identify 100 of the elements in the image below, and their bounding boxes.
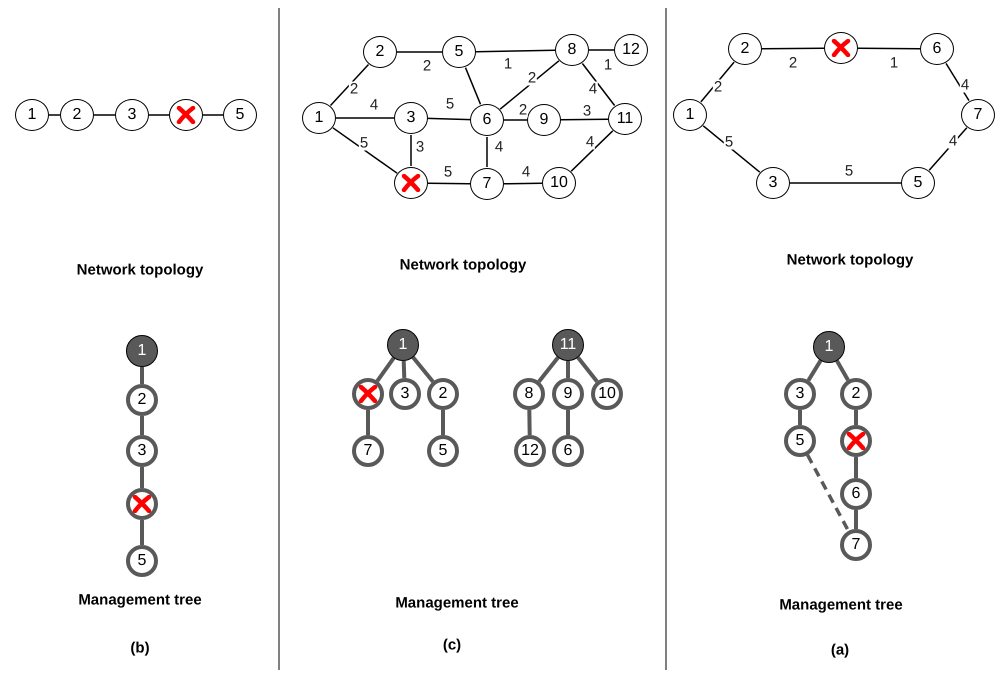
network-node: 3 (394, 102, 428, 134)
link-line (928, 127, 968, 171)
tree-node: 3 (784, 378, 816, 410)
link-line (140, 416, 144, 435)
link-line (570, 130, 614, 172)
tree-node: 12 (514, 435, 546, 467)
tree-node: 6 (840, 478, 872, 510)
edge-weight-label: 5 (442, 164, 454, 180)
edge-weight-label: 4 (584, 134, 596, 150)
link-line (441, 410, 445, 435)
link-line (402, 360, 406, 378)
network-node: 1 (673, 99, 707, 131)
panel-label: (c) (442, 636, 462, 654)
link-line (330, 64, 370, 106)
network-node: 3 (756, 167, 790, 199)
root-node: 1 (387, 329, 419, 361)
edge-weight-label: 2 (518, 102, 528, 118)
link-line (504, 119, 527, 121)
network-node: 2 (728, 33, 762, 65)
tree-node: 10 (591, 378, 623, 410)
edge-weight-label: 1 (502, 56, 514, 72)
caption: Network topology (400, 256, 526, 274)
network-node: 11 (608, 103, 642, 135)
network-node: 6 (470, 104, 504, 136)
link-line (798, 410, 802, 425)
edge-weight-label: 5 (358, 136, 370, 150)
link-line (428, 118, 470, 120)
caption: Management tree (779, 596, 903, 614)
edge-weight-label: 5 (444, 96, 456, 112)
link-line (140, 520, 144, 545)
edge-weight-label: 4 (948, 134, 958, 148)
tree-node: 3 (389, 378, 421, 410)
tree-node: 5 (784, 425, 816, 457)
caption: Management tree (78, 592, 202, 608)
panel-label: (b) (130, 640, 150, 656)
link-line (537, 356, 560, 383)
link-line (945, 63, 970, 101)
link-line (854, 510, 858, 529)
caption: Network topology (786, 252, 914, 268)
tree-node: 2 (126, 384, 158, 416)
link-line (854, 457, 858, 478)
link-line (790, 182, 901, 184)
tree-node: 3 (126, 435, 158, 467)
tree-node: 7 (840, 529, 872, 561)
edge-weight-label: 4 (494, 140, 504, 154)
link-line (854, 410, 858, 425)
tree-node: 6 (552, 435, 584, 467)
dashed-link (806, 454, 850, 532)
network-node: 1 (302, 102, 336, 134)
link-line (566, 361, 570, 378)
link-line (858, 47, 920, 50)
edge-weight-label: 3 (582, 104, 592, 118)
link-line (504, 182, 542, 185)
network-node: 7 (961, 99, 995, 131)
link-line (476, 50, 556, 52)
tree-node: 8 (513, 378, 545, 410)
caption: Management tree (395, 594, 519, 612)
tree-node: 5 (126, 545, 158, 577)
edge-weight-label: 2 (788, 56, 798, 70)
network-node: 1 (15, 99, 49, 131)
network-node: 8 (555, 34, 589, 66)
link-line (527, 410, 532, 436)
link-line (702, 125, 760, 173)
network-node (824, 32, 858, 64)
link-line (149, 114, 169, 116)
tree-node: 9 (552, 378, 584, 410)
link-line (566, 410, 570, 435)
edge-weight-label: 2 (348, 82, 360, 96)
link-line (700, 62, 735, 102)
link-line (94, 114, 115, 116)
link-line (560, 118, 608, 121)
panel-label: (a) (830, 642, 850, 658)
edge-weight-label: 4 (520, 164, 532, 180)
network-node: 10 (542, 167, 576, 199)
root-node: 11 (552, 329, 584, 361)
network-node: 2 (363, 36, 397, 68)
tree-node (352, 378, 384, 410)
network-node (394, 167, 428, 199)
edge-weight-label: 1 (602, 58, 614, 72)
link-line (397, 51, 442, 53)
edge-weight-label: 1 (888, 56, 900, 70)
link-line (140, 467, 144, 488)
network-node: 7 (470, 168, 504, 200)
link-line (500, 60, 560, 110)
edge-weight-label: 2 (526, 70, 538, 86)
tree-node: 2 (427, 378, 459, 410)
network-node: 2 (60, 99, 94, 131)
root-node: 1 (126, 335, 158, 367)
tree-node (840, 425, 872, 457)
edge-weight-label: 2 (712, 80, 724, 94)
link-line (835, 360, 850, 382)
link-line (203, 114, 223, 116)
network-node: 6 (920, 33, 954, 65)
link-line (140, 367, 144, 384)
link-line (464, 67, 482, 105)
link-line (376, 356, 396, 382)
edge-weight-label: 4 (368, 98, 380, 112)
edge-weight-label: 4 (960, 78, 970, 92)
network-node: 9 (527, 104, 561, 136)
tree-node (126, 488, 158, 520)
